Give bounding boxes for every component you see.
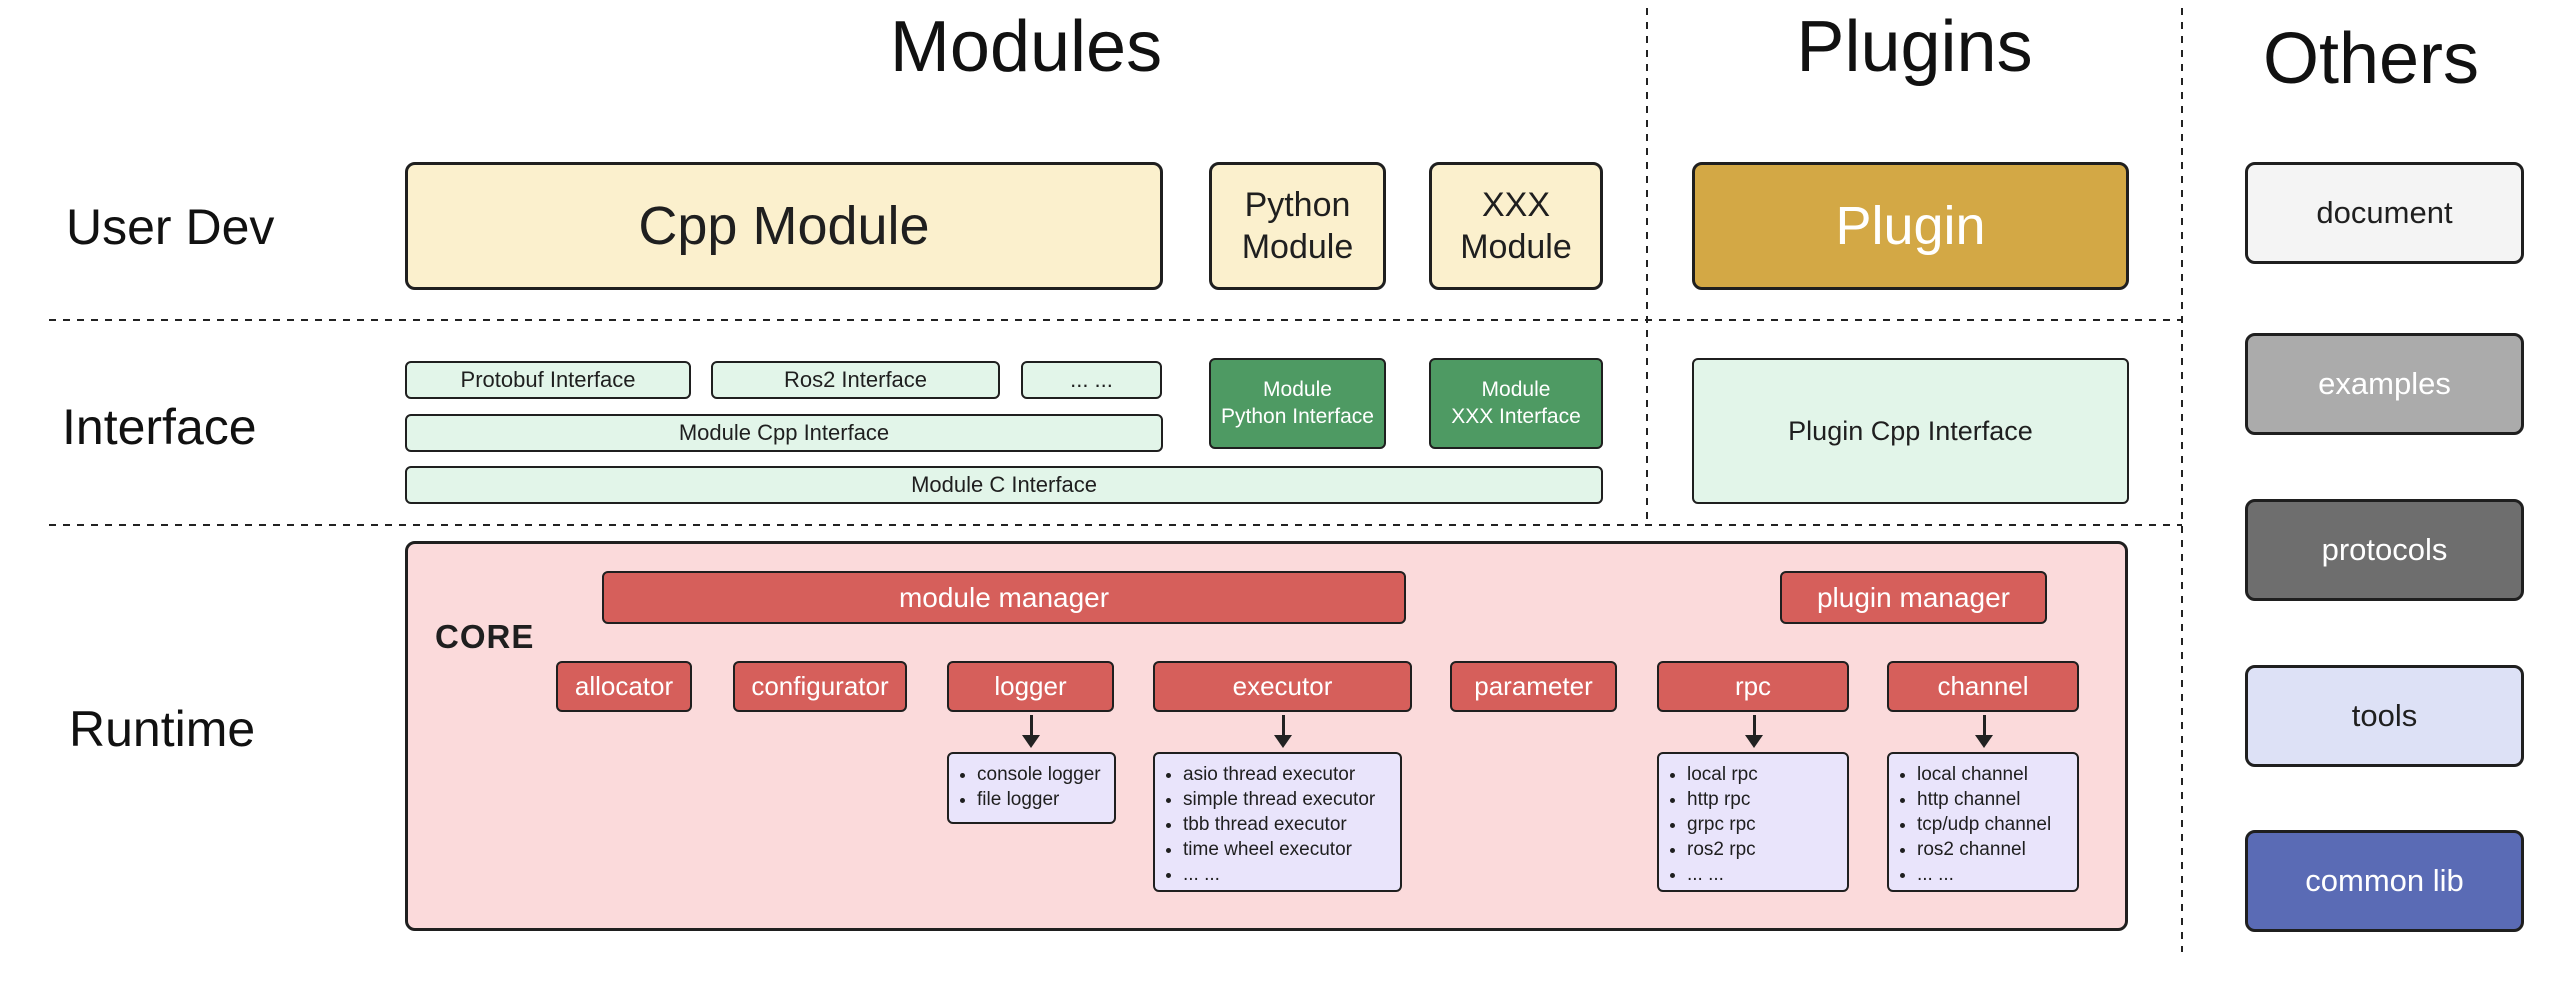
module-cpp-interface-box: Module Cpp Interface <box>405 414 1163 452</box>
plugin-box: Plugin <box>1692 162 2129 290</box>
plugin-manager-box: plugin manager <box>1780 571 2047 624</box>
plugin-cpp-interface-box: Plugin Cpp Interface <box>1692 358 2129 504</box>
arrow-head <box>1022 735 1040 748</box>
arrow-head <box>1745 735 1763 748</box>
cpp-module-box: Cpp Module <box>405 162 1163 290</box>
divider-interface-runtime <box>49 524 2182 526</box>
list-item: http rpc <box>1687 787 1841 812</box>
arrow-shaft <box>1982 715 1986 735</box>
list-item: tbb thread executor <box>1183 812 1394 837</box>
protobuf-interface-box: Protobuf Interface <box>405 361 691 399</box>
module-xxx-interface-line1: Module <box>1481 378 1551 402</box>
rpc-box: rpc <box>1657 661 1849 712</box>
python-module-box: Python Module <box>1209 162 1386 290</box>
channel-box: channel <box>1887 661 2079 712</box>
logger-details-list: console logger file logger <box>949 754 1114 818</box>
module-xxx-interface-line2: XXX Interface <box>1451 404 1581 428</box>
list-item: local rpc <box>1687 762 1841 787</box>
others-item-protocols: protocols <box>2245 499 2524 601</box>
channel-details-box: local channel http channel tcp/udp chann… <box>1887 752 2079 892</box>
executor-box: executor <box>1153 661 1412 712</box>
ros2-interface-box: Ros2 Interface <box>711 361 1000 399</box>
arrow-shaft <box>1029 715 1033 735</box>
others-header: Others <box>2262 19 2480 99</box>
more-interface-box: ... ... <box>1021 361 1162 399</box>
core-label: CORE <box>435 618 535 655</box>
executor-down-arrow-icon <box>1272 715 1294 748</box>
module-xxx-interface-box: Module XXX Interface <box>1429 358 1603 449</box>
others-item-tools: tools <box>2245 665 2524 767</box>
logger-down-arrow-icon <box>1020 715 1042 748</box>
row-label-runtime: Runtime <box>69 701 256 757</box>
rpc-details-box: local rpc http rpc grpc rpc ros2 rpc ...… <box>1657 752 1849 892</box>
list-item: http channel <box>1917 787 2071 812</box>
arrow-head <box>1274 735 1292 748</box>
list-item: grpc rpc <box>1687 812 1841 837</box>
plugins-header: Plugins <box>1796 7 2033 87</box>
parameter-box: parameter <box>1450 661 1617 712</box>
module-c-interface-box: Module C Interface <box>405 466 1603 504</box>
executor-details-list: asio thread executor simple thread execu… <box>1155 754 1400 893</box>
divider-modules-plugins <box>1646 8 1648 524</box>
others-item-common-lib: common lib <box>2245 830 2524 932</box>
module-manager-box: module manager <box>602 571 1406 624</box>
rpc-down-arrow-icon <box>1743 715 1765 748</box>
list-item: console logger <box>977 762 1108 787</box>
channel-down-arrow-icon <box>1973 715 1995 748</box>
list-item: local channel <box>1917 762 2071 787</box>
others-item-document: document <box>2245 162 2524 264</box>
module-python-interface-line1: Module <box>1263 378 1332 402</box>
divider-userdev-interface <box>49 319 2182 321</box>
list-item: simple thread executor <box>1183 787 1394 812</box>
list-item: ... ... <box>1917 862 2071 887</box>
channel-details-list: local channel http channel tcp/udp chann… <box>1889 754 2077 893</box>
list-item: ... ... <box>1183 862 1394 887</box>
list-item: time wheel executor <box>1183 837 1394 862</box>
executor-details-box: asio thread executor simple thread execu… <box>1153 752 1402 892</box>
list-item: tcp/udp channel <box>1917 812 2071 837</box>
rpc-details-list: local rpc http rpc grpc rpc ros2 rpc ...… <box>1659 754 1847 893</box>
list-item: ... ... <box>1687 862 1841 887</box>
divider-plugins-others <box>2181 8 2183 952</box>
list-item: asio thread executor <box>1183 762 1394 787</box>
arrow-shaft <box>1752 715 1756 735</box>
arrow-head <box>1975 735 1993 748</box>
list-item: file logger <box>977 787 1108 812</box>
module-python-interface-box: Module Python Interface <box>1209 358 1386 449</box>
xxx-module-box: XXX Module <box>1429 162 1603 290</box>
modules-header: Modules <box>889 7 1163 87</box>
configurator-box: configurator <box>733 661 907 712</box>
arrow-shaft <box>1281 715 1285 735</box>
module-python-interface-line2: Python Interface <box>1221 404 1374 428</box>
list-item: ros2 channel <box>1917 837 2071 862</box>
allocator-box: allocator <box>556 661 692 712</box>
others-item-examples: examples <box>2245 333 2524 435</box>
logger-box: logger <box>947 661 1114 712</box>
list-item: ros2 rpc <box>1687 837 1841 862</box>
row-label-user-dev: User Dev <box>66 199 275 255</box>
logger-details-box: console logger file logger <box>947 752 1116 824</box>
row-label-interface: Interface <box>62 399 257 455</box>
